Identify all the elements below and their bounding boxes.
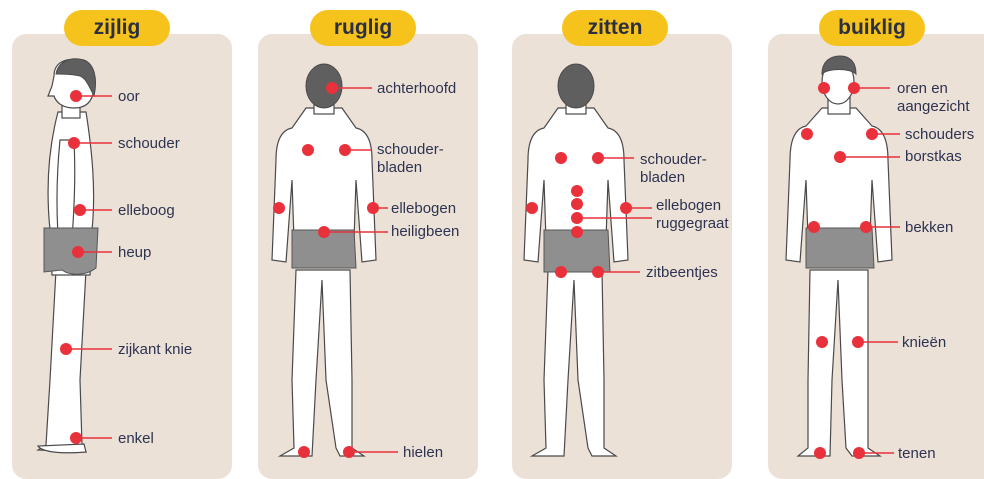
dot-oor [70, 90, 82, 102]
dot-elleboog-left-sit [526, 202, 538, 214]
label-oren-2: aangezicht [897, 98, 970, 115]
dot-bekken-left [808, 221, 820, 233]
dot-achterhoofd [326, 82, 338, 94]
label-tenen: tenen [898, 445, 936, 462]
label-zijkant-knie: zijkant knie [118, 341, 192, 358]
label-zitbeentjes: zitbeentjes [646, 264, 718, 281]
dot-schouder-right [866, 128, 878, 140]
label-elleboog: elleboog [118, 202, 175, 219]
figure-sitting-view [524, 64, 628, 456]
dot-bekken-right [860, 221, 872, 233]
figure-front-view [786, 56, 892, 456]
dot-knie-right [852, 336, 864, 348]
label-ellebogen-sit: ellebogen [656, 197, 721, 214]
label-heup: heup [118, 244, 151, 261]
dot-heiligbeen [318, 226, 330, 238]
dot-borstkas [834, 151, 846, 163]
label-schouderbladen-1: schouder- [377, 141, 444, 158]
dot-schouder-left [801, 128, 813, 140]
dot-elleboog-right-sit [620, 202, 632, 214]
label-enkel: enkel [118, 430, 154, 447]
dot-oor-left [818, 82, 830, 94]
label-ruggegraat: ruggegraat [656, 215, 729, 232]
dot-zijkant-knie [60, 343, 72, 355]
dot-ruggegraat-2 [571, 198, 583, 210]
label-borstkas: borstkas [905, 148, 962, 165]
dot-ruggegraat-3 [571, 212, 583, 224]
dot-elleboog-right [367, 202, 379, 214]
dot-knie-left [816, 336, 828, 348]
dot-hiel-left [298, 446, 310, 458]
figure-back-view [272, 64, 376, 456]
dot-oor-right [848, 82, 860, 94]
dot-zitbeen-left [555, 266, 567, 278]
dot-ruggegraat-4 [571, 226, 583, 238]
label-ellebogen: ellebogen [391, 200, 456, 217]
dot-teen-right [853, 447, 865, 459]
dot-elleboog [74, 204, 86, 216]
dot-schouder [68, 137, 80, 149]
dot-hiel-right [343, 446, 355, 458]
dot-ruggegraat-1 [571, 185, 583, 197]
dot-elleboog-left [273, 202, 285, 214]
label-achterhoofd: achterhoofd [377, 80, 456, 97]
label-heiligbeen: heiligbeen [391, 223, 459, 240]
label-hielen: hielen [403, 444, 443, 461]
label-oren-1: oren en [897, 80, 948, 97]
dot-schouderblad-left [302, 144, 314, 156]
label-schouderbladen-sit-1: schouder- [640, 151, 707, 168]
figure-side-view [38, 59, 98, 453]
dot-teen-left [814, 447, 826, 459]
label-schouderbladen-sit-2: bladen [640, 169, 685, 186]
label-schouders: schouders [905, 126, 974, 143]
label-schouderbladen-2: bladen [377, 159, 422, 176]
label-bekken: bekken [905, 219, 953, 236]
label-oor: oor [118, 88, 140, 105]
dot-heup [72, 246, 84, 258]
dot-enkel [70, 432, 82, 444]
dot-schouderblad-left-sit [555, 152, 567, 164]
dot-schouderblad-right-sit [592, 152, 604, 164]
dot-zitbeen-right [592, 266, 604, 278]
dot-schouderblad-right [339, 144, 351, 156]
label-schouder: schouder [118, 135, 180, 152]
label-knieen: knieën [902, 334, 946, 351]
